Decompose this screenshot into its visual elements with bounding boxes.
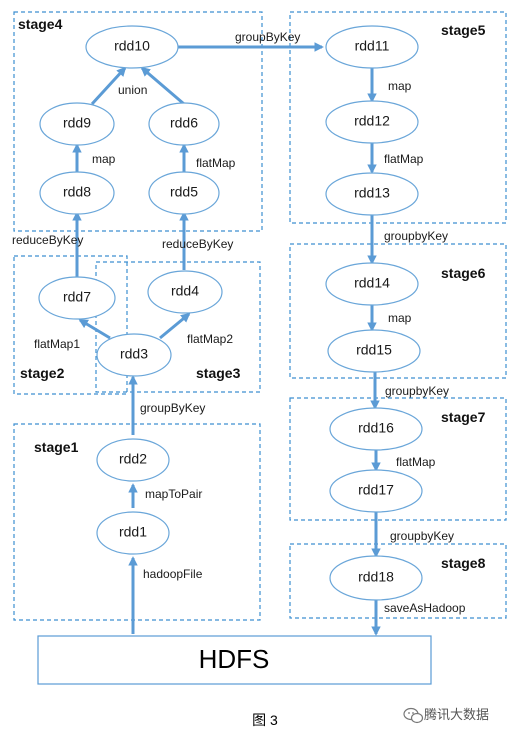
edge-rdd9-rdd10 (90, 66, 127, 106)
edge-label-saveAsHadoop: saveAsHadoop (384, 601, 466, 615)
stage3-label: stage3 (196, 365, 241, 381)
node-rdd4: rdd4 (147, 270, 223, 314)
edge-label-flatMap2: flatMap2 (187, 332, 233, 346)
node-rdd9: rdd9 (39, 102, 115, 146)
node-rdd17: rdd17 (329, 469, 423, 513)
edge-label-reduceByKey-left: reduceByKey (12, 233, 83, 247)
stage6-label: stage6 (441, 265, 486, 281)
edge-label-map-rdd15: map (388, 311, 412, 325)
edge-label-mapToPair: mapToPair (145, 487, 202, 501)
node-rdd13: rdd13 (325, 172, 419, 216)
stage6-box (289, 243, 507, 379)
edge-label-groupByKey-rdd3: groupByKey (140, 401, 205, 415)
node-label-rdd10: rdd10 (114, 38, 150, 54)
edge-label-map-rdd12: map (388, 79, 412, 93)
node-label-rdd13: rdd13 (354, 185, 390, 201)
watermark-text: 腾讯大数据 (424, 707, 489, 722)
stage1-label: stage1 (34, 439, 79, 455)
edge-label-groupbyKey-rdd16: groupbyKey (385, 384, 449, 398)
figure-caption: 图 3 (252, 712, 278, 728)
stage4-label: stage4 (18, 16, 63, 32)
edge-label-map-rdd9: map (92, 152, 116, 166)
node-label-rdd17: rdd17 (358, 482, 394, 498)
node-rdd10: rdd10 (85, 25, 179, 69)
stage5-label: stage5 (441, 22, 486, 38)
node-label-rdd11: rdd11 (355, 38, 390, 54)
node-label-rdd9: rdd9 (63, 115, 91, 131)
edge-label-hadoopFile: hadoopFile (143, 567, 203, 581)
node-rdd8: rdd8 (39, 171, 115, 215)
stage7-box (289, 397, 507, 521)
stage5-box (289, 11, 507, 224)
stage7-label: stage7 (441, 409, 486, 425)
edge-label-flatMap-rdd6: flatMap (196, 156, 236, 170)
node-label-rdd3: rdd3 (120, 346, 148, 362)
node-label-rdd14: rdd14 (354, 275, 390, 291)
node-label-rdd8: rdd8 (63, 184, 91, 200)
edge-label-flatMap1: flatMap1 (34, 337, 80, 351)
edge-label-flatMap-rdd13: flatMap (384, 152, 424, 166)
node-label-rdd5: rdd5 (170, 184, 198, 200)
node-rdd6: rdd6 (148, 102, 220, 146)
node-label-rdd18: rdd18 (358, 569, 394, 585)
node-rdd18: rdd18 (329, 555, 423, 601)
node-rdd1: rdd1 (96, 511, 170, 555)
hdfs-label: HDFS (199, 644, 270, 674)
node-rdd5: rdd5 (148, 171, 220, 215)
node-label-rdd15: rdd15 (356, 342, 392, 358)
wechat-icon (403, 707, 424, 724)
edge-rdd6-rdd10 (140, 66, 185, 106)
node-rdd2: rdd2 (96, 438, 170, 482)
hdfs-storage: HDFS (37, 635, 432, 685)
node-label-rdd7: rdd7 (63, 289, 91, 305)
stage4-box (13, 11, 263, 232)
node-label-rdd6: rdd6 (170, 115, 198, 131)
node-label-rdd4: rdd4 (171, 283, 199, 299)
edge-label-groupbyKey-rdd14: groupbyKey (384, 229, 448, 243)
node-rdd11: rdd11 (325, 25, 419, 69)
node-label-rdd1: rdd1 (119, 524, 147, 540)
edge-rdd3-rdd7 (78, 318, 111, 340)
watermark: 腾讯大数据 (403, 707, 489, 724)
node-rdd14: rdd14 (325, 262, 419, 306)
stage8-box (289, 543, 507, 619)
stage2-box (13, 255, 128, 395)
edge-label-groupbyKey-rdd18: groupbyKey (390, 529, 454, 543)
node-label-rdd12: rdd12 (354, 113, 390, 129)
stage8-label: stage8 (441, 555, 486, 571)
node-rdd3: rdd3 (96, 333, 172, 377)
edge-rdd3-rdd4 (159, 312, 191, 340)
node-rdd7: rdd7 (38, 276, 116, 320)
edge-label-groupByKey-rdd11: groupByKey (235, 30, 300, 44)
stage1-box (13, 423, 261, 621)
edge-label-union: union (118, 83, 147, 97)
node-rdd15: rdd15 (327, 329, 421, 373)
node-label-rdd16: rdd16 (358, 420, 394, 436)
node-rdd12: rdd12 (325, 100, 419, 144)
edge-label-flatMap-rdd17: flatMap (396, 455, 436, 469)
node-label-rdd2: rdd2 (119, 451, 147, 467)
stage2-label: stage2 (20, 365, 65, 381)
node-rdd16: rdd16 (329, 407, 423, 451)
edge-label-reduceByKey-right: reduceByKey (162, 237, 233, 251)
